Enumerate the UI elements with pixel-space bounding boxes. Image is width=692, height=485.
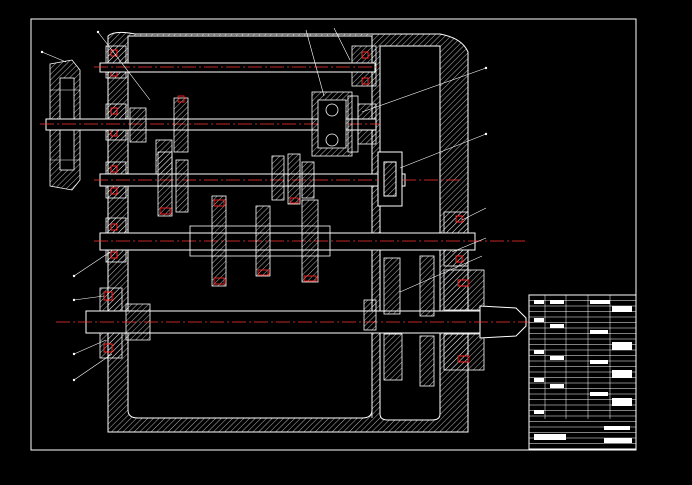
- coupling: [377, 151, 403, 207]
- drawing-border: [30, 18, 637, 451]
- gear-accents: [159, 95, 317, 285]
- title-block: [528, 294, 637, 450]
- gears-shaft-4: [189, 195, 331, 287]
- shaft-2: [45, 118, 377, 131]
- leader-lines: [41, 27, 487, 381]
- shaft-1: [99, 62, 376, 73]
- leader-dots: [40, 30, 488, 382]
- shaft-4: [99, 232, 476, 251]
- clutch-assembly: [311, 91, 359, 157]
- gearbox-housing: [107, 31, 469, 433]
- spindle-gears: [363, 255, 435, 387]
- bearing-accents: [103, 49, 469, 363]
- gears-shaft-3: [157, 151, 315, 217]
